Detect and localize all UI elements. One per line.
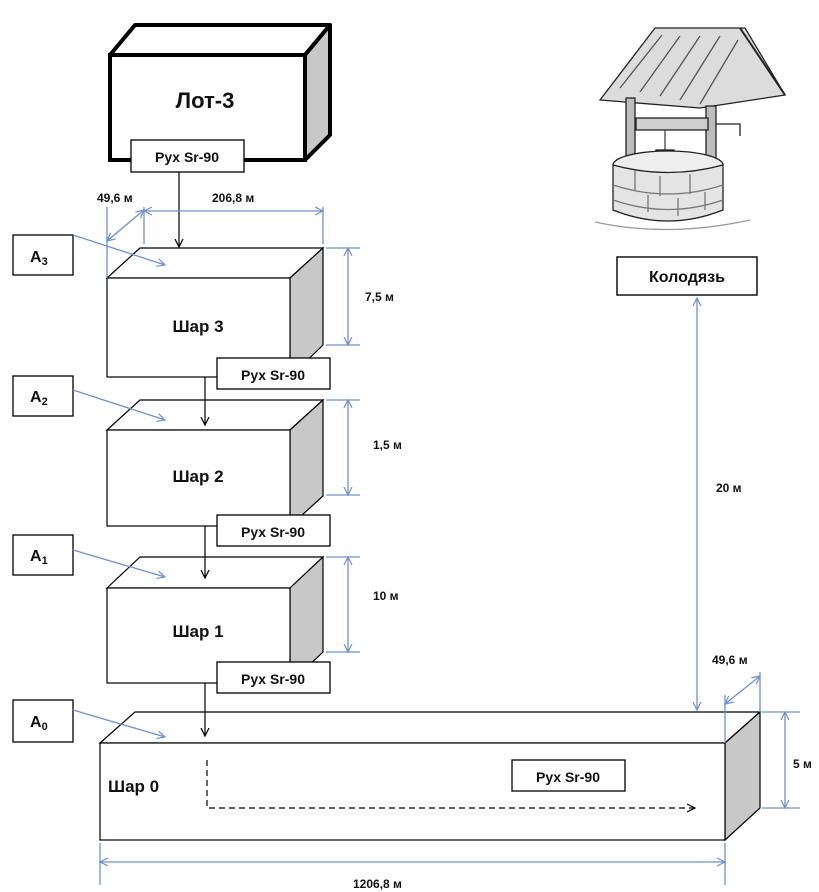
svg-text:Рух Sr-90: Рух Sr-90: [536, 769, 600, 785]
dim-depth-top-line: [107, 210, 144, 241]
dim-depth-bottom-line: [725, 676, 760, 704]
dim-width-top: 206,8 м: [212, 191, 254, 205]
layer-0-title: Шар 0: [108, 777, 159, 796]
dim-depth-top: 49,6 м: [97, 191, 133, 205]
layer-1-flow-label: Рух Sr-90: [217, 662, 330, 693]
svg-text:Колодязь: Колодязь: [649, 269, 725, 286]
layer-3-title: Шар 3: [172, 317, 223, 336]
layer-2-box: Шар 2: [107, 400, 323, 526]
well-illustration: [595, 28, 785, 230]
lot-flow-label: Рух Sr-90: [131, 140, 244, 172]
dim-width-bottom: 1206,8 м: [353, 877, 402, 891]
dim-h2: 1,5 м: [373, 438, 402, 452]
layer-3-flow-label: Рух Sr-90: [217, 358, 330, 389]
layer-2-flow-label: Рух Sr-90: [217, 515, 330, 546]
well-label: Колодязь: [617, 257, 757, 295]
lot-title: Лот-3: [176, 88, 235, 113]
dim-h0: 5 м: [793, 757, 812, 771]
layer-0-flow-label: Рух Sr-90: [512, 760, 625, 791]
svg-text:Рух Sr-90: Рух Sr-90: [241, 671, 305, 687]
side-label-a1: A1: [13, 535, 165, 577]
svg-text:Рух Sr-90: Рух Sr-90: [241, 367, 305, 383]
dim-h1: 10 м: [373, 589, 399, 603]
dim-h3: 7,5 м: [365, 290, 394, 304]
svg-text:Рух Sr-90: Рух Sr-90: [155, 149, 219, 165]
dim-well-distance: 20 м: [716, 481, 742, 495]
layer-0-box: Шар 0: [100, 712, 760, 840]
layer-1-title: Шар 1: [172, 622, 223, 641]
svg-text:Рух Sr-90: Рух Sr-90: [241, 524, 305, 540]
dim-depth-bottom: 49,6 м: [712, 653, 748, 667]
layer-2-title: Шар 2: [172, 467, 223, 486]
